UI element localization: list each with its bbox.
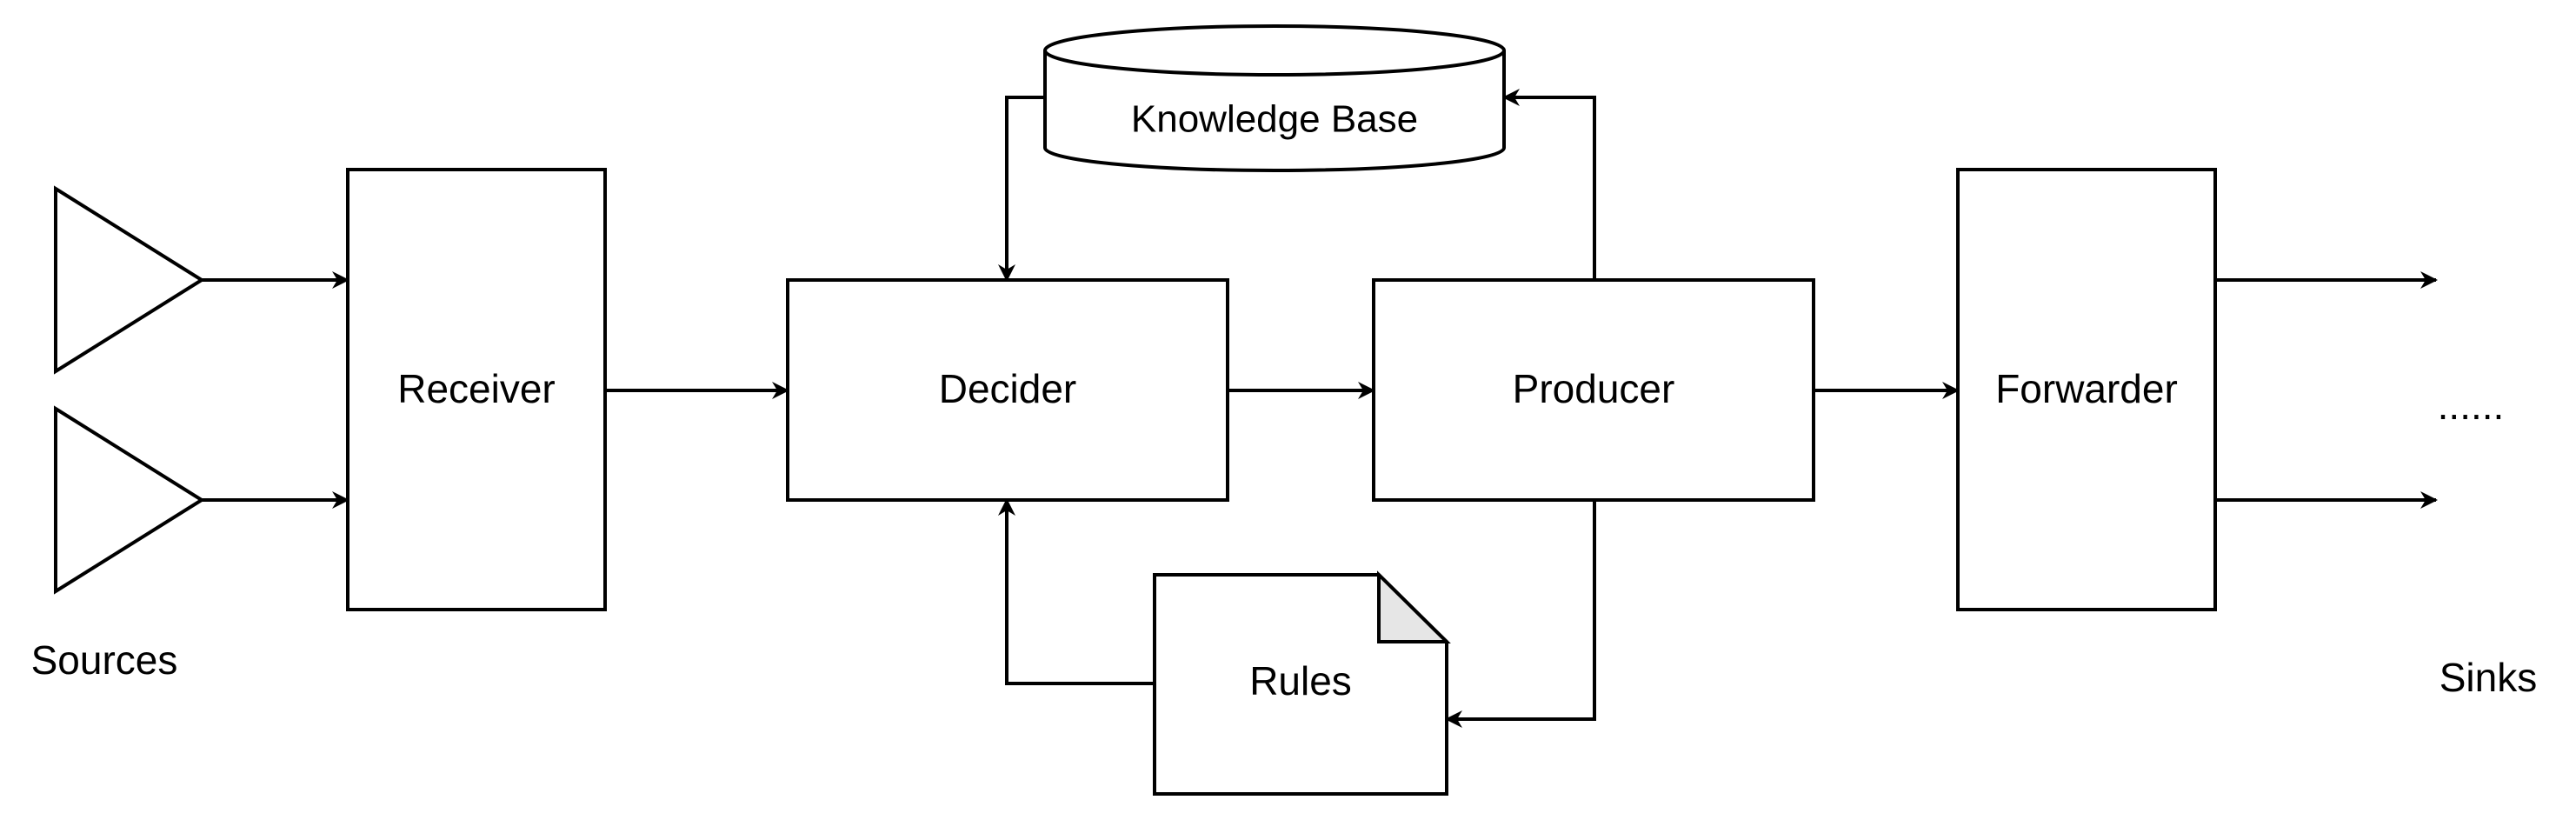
producer-label: Producer	[1513, 366, 1675, 411]
receiver-label: Receiver	[397, 366, 556, 411]
decider-box	[786, 278, 1229, 502]
arrow-producer-to-rules	[1445, 500, 1596, 728]
sinks-label: Sinks	[2440, 655, 2537, 700]
knowledge-base-label: Knowledge Base	[1131, 98, 1418, 141]
source-triangle-1	[54, 185, 205, 375]
decider-label: Decider	[939, 366, 1077, 411]
arrow-producer-to-knowledge-base	[1502, 89, 1596, 280]
forwarder-label: Forwarder	[1995, 366, 2178, 411]
rules-document	[1153, 570, 1451, 796]
source-triangle-2	[54, 405, 205, 595]
knowledge-base-cylinder	[1043, 24, 1506, 172]
arrow-rules-to-decider	[998, 498, 1155, 685]
receiver-box	[346, 168, 607, 611]
sinks-ellipsis: ......	[2438, 383, 2505, 428]
sources-label: Sources	[31, 637, 178, 683]
rules-label: Rules	[1249, 658, 1352, 703]
arrow-knowledge-base-to-decider	[998, 96, 1045, 282]
forwarder-box	[1956, 168, 2217, 611]
